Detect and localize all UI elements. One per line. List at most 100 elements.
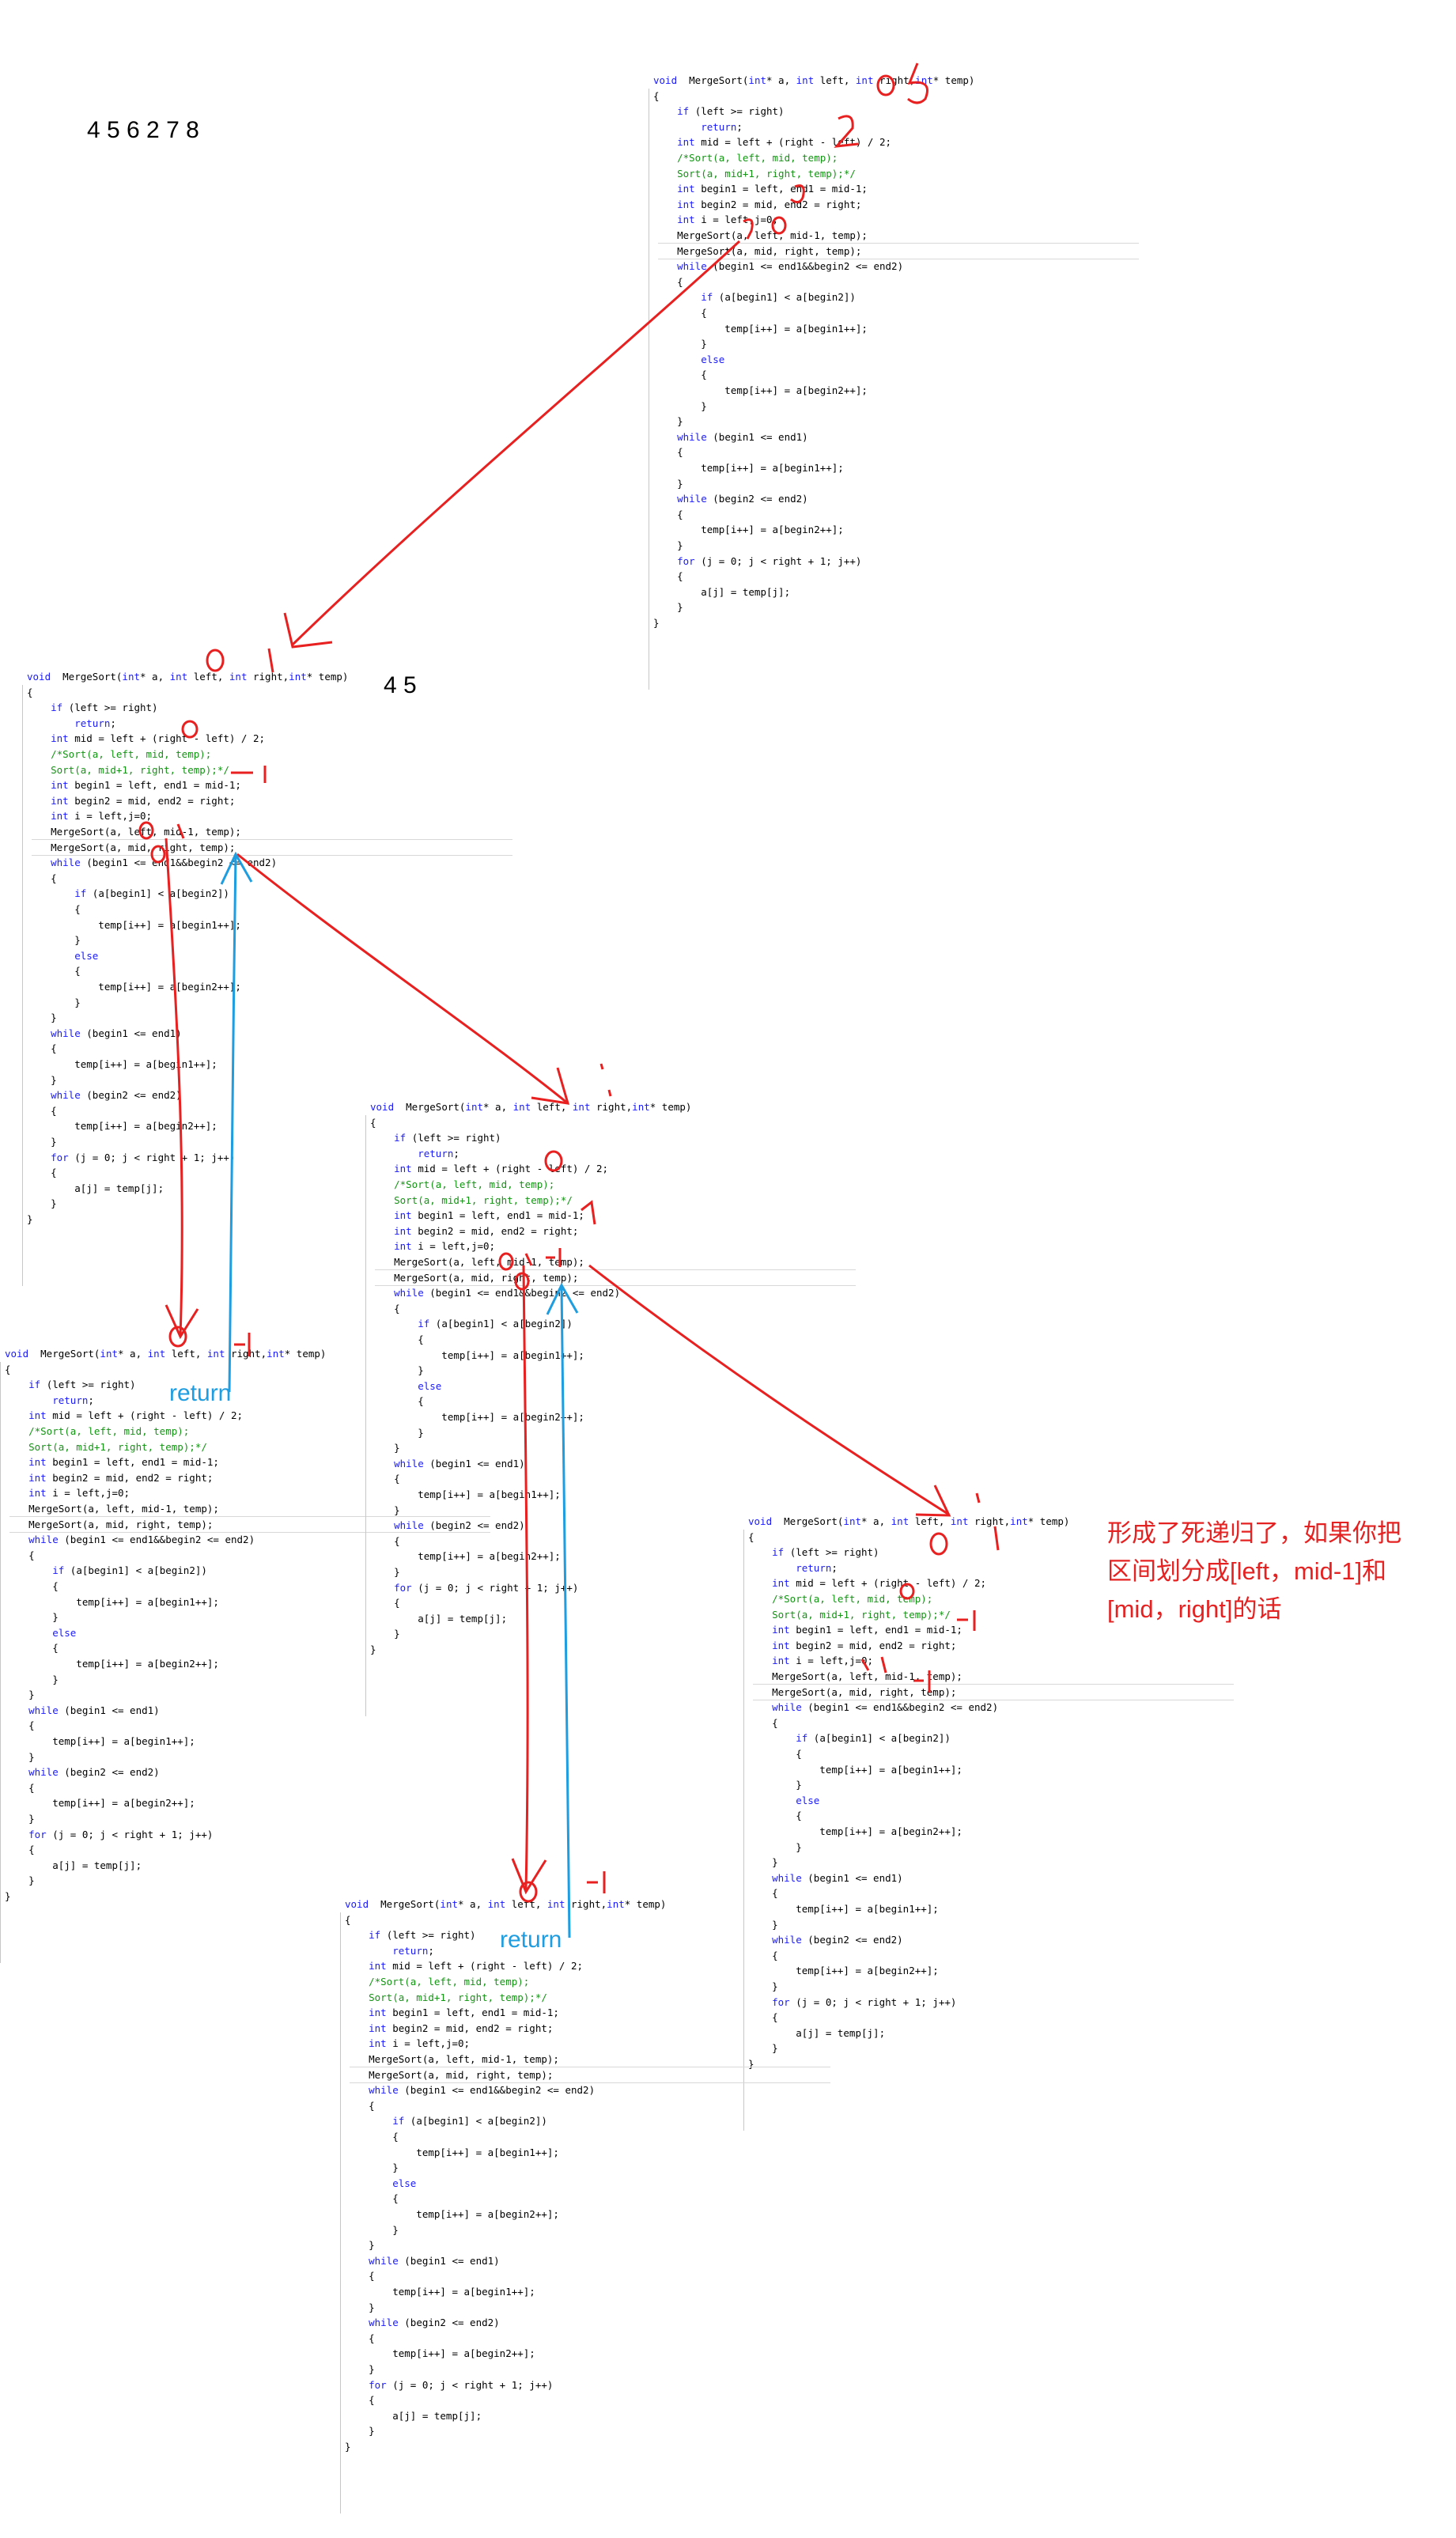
code-line: /*Sort(a, left, mid, temp); — [345, 1976, 530, 1988]
code-line: while (begin1 <= end1&&begin2 <= end2) — [394, 1287, 621, 1299]
code-line: { — [345, 1913, 351, 1926]
code-line: temp[i++] = a[begin2++]; — [5, 1797, 195, 1810]
code-line: /*Sort(a, left, mid, temp); — [5, 1425, 190, 1437]
code-line: temp[i++] = a[begin1++]; — [653, 462, 844, 474]
code-line: } — [345, 2363, 375, 2375]
code-line: int i = left,j=0; — [369, 2037, 471, 2050]
code-line: { — [345, 2332, 375, 2344]
code-line: temp[i++] = a[begin1++]; — [370, 1488, 561, 1500]
code-line: if (left >= right) — [28, 1379, 136, 1391]
code-line: { — [748, 1716, 778, 1729]
code-line: { — [27, 1104, 57, 1117]
code-line: int begin2 = mid, end2 = right; — [369, 2022, 554, 2034]
code-line: } — [345, 2301, 375, 2313]
code-line: { — [653, 508, 683, 520]
code-block-left-0-1: void MergeSort(int* a, int left, int rig… — [22, 661, 512, 1286]
code-line: else — [418, 1379, 442, 1392]
code-line: { — [27, 1042, 57, 1055]
code-line: MergeSort(a, left, mid-1, temp); — [653, 229, 868, 241]
return-arrow-bottom — [560, 1284, 571, 1938]
recursion-note: 形成了死递归了，如果你把区间划分成[left，mid-1]和[mid，right… — [1107, 1519, 1401, 1623]
code-block-left-0-minus1: void MergeSort(int* a, int left, int rig… — [0, 1338, 490, 1963]
code-line: Sort(a, mid+1, right, temp);*/ — [345, 1991, 547, 2003]
code-line: a[j] = temp[j]; — [653, 585, 791, 598]
code-line: { — [5, 1549, 35, 1561]
code-line: a[j] = temp[j]; — [27, 1182, 165, 1194]
code-line: while (begin1 <= end1) — [677, 430, 808, 443]
code-line: /*Sort(a, left, mid, temp); — [653, 152, 838, 164]
code-line: { — [27, 1167, 57, 1179]
code-line: temp[i++] = a[begin1++]; — [748, 1903, 939, 1915]
code-line: for (j = 0; j < right + 1; j++) — [369, 2378, 554, 2391]
code-line: if (left >= right) — [369, 1929, 476, 1942]
code-line: MergeSort(a, mid, right, temp); — [27, 841, 236, 853]
code-line: /*Sort(a, left, mid, temp); — [370, 1178, 555, 1190]
code-line: { — [345, 2192, 399, 2205]
code-line: Sort(a, mid+1, right, temp);*/ — [748, 1608, 951, 1621]
code-line: { — [370, 1395, 424, 1408]
code-line: } — [27, 1012, 57, 1024]
code-line: else — [74, 949, 99, 962]
code-line: { — [5, 1363, 11, 1375]
sub-array-values: 4 5 — [384, 672, 417, 698]
code-line: MergeSort(a, mid, right, temp); — [345, 2068, 554, 2081]
code-line: MergeSort(a, left, mid-1, temp); — [370, 1256, 584, 1268]
code-line: } — [370, 1442, 400, 1454]
code-line: Sort(a, mid+1, right, temp);*/ — [653, 167, 856, 180]
code-line: { — [748, 2011, 778, 2024]
code-line: temp[i++] = a[begin1++]; — [27, 1058, 217, 1070]
code-line: while (begin2 <= end2) — [369, 2317, 500, 2329]
right-handwritten-marks — [860, 1492, 1000, 1693]
code-line: temp[i++] = a[begin2++]; — [370, 1411, 584, 1423]
code-line: } — [748, 1980, 778, 1992]
code-line: } — [370, 1566, 400, 1578]
code-line: Sort(a, mid+1, right, temp);*/ — [27, 763, 229, 776]
code-line: } — [5, 1750, 35, 1763]
code-line: } — [345, 2223, 399, 2236]
code-line: } — [370, 1364, 424, 1377]
left-handwritten-marks — [138, 648, 274, 1356]
return-label-bottom: return — [500, 1927, 562, 1953]
code-line: for (j = 0; j < right + 1; j++) — [677, 554, 862, 567]
code-line: temp[i++] = a[begin1++]; — [27, 918, 241, 931]
code-line: if (a[begin1] < a[begin2]) — [74, 887, 229, 900]
code-line: { — [653, 369, 707, 381]
code-line: temp[i++] = a[begin1++]; — [5, 1735, 195, 1747]
code-line: if (a[begin1] < a[begin2]) — [418, 1318, 573, 1330]
code-line: { — [748, 1887, 778, 1900]
code-line: while (begin1 <= end1) — [369, 2254, 500, 2267]
code-line: } — [748, 2042, 778, 2055]
code-line: return; — [701, 120, 743, 133]
code-line: { — [370, 1116, 376, 1129]
code-line: if (left >= right) — [51, 702, 158, 714]
code-line: void MergeSort(int* a, int left, int rig… — [27, 671, 349, 683]
code-line: int begin1 = left, end1 = mid-1; — [28, 1456, 219, 1469]
call-arrow-left-to-mid — [236, 853, 569, 1105]
code-line: } — [27, 1073, 57, 1086]
code-line: int begin2 = mid, end2 = right; — [772, 1639, 957, 1651]
code-line: { — [653, 570, 683, 583]
code-line: temp[i++] = a[begin2++]; — [748, 1825, 962, 1837]
code-line: /*Sort(a, left, mid, temp); — [748, 1593, 933, 1605]
code-line: { — [5, 1580, 59, 1592]
code-line: while (begin2 <= end2) — [772, 1934, 903, 1946]
code-line: while (begin2 <= end2) — [51, 1089, 182, 1102]
return-arrow-left — [228, 853, 237, 1393]
code-line: temp[i++] = a[begin2++]; — [653, 384, 868, 396]
code-line: while (begin1 <= end1&&begin2 <= end2) — [369, 2084, 596, 2097]
code-line: } — [27, 934, 81, 947]
code-line: temp[i++] = a[begin1++]; — [5, 1595, 219, 1608]
code-line: { — [653, 307, 707, 319]
call-arrow-head-2 — [165, 1304, 199, 1340]
code-line: for (j = 0; j < right + 1; j++) — [772, 1995, 957, 2008]
code-line: int begin2 = mid, end2 = right; — [394, 1224, 579, 1237]
code-line: } — [370, 1628, 400, 1640]
code-line: int begin1 = left, end1 = mid-1; — [369, 2007, 559, 2019]
code-line: { — [748, 1810, 802, 1822]
code-line: } — [345, 2425, 375, 2438]
code-line: } — [5, 1813, 35, 1825]
code-line: if (left >= right) — [772, 1546, 879, 1559]
code-line: int mid = left + (right - left) / 2; — [394, 1163, 609, 1175]
code-line: { — [5, 1781, 35, 1794]
call-arrow-head-4 — [511, 1858, 547, 1895]
